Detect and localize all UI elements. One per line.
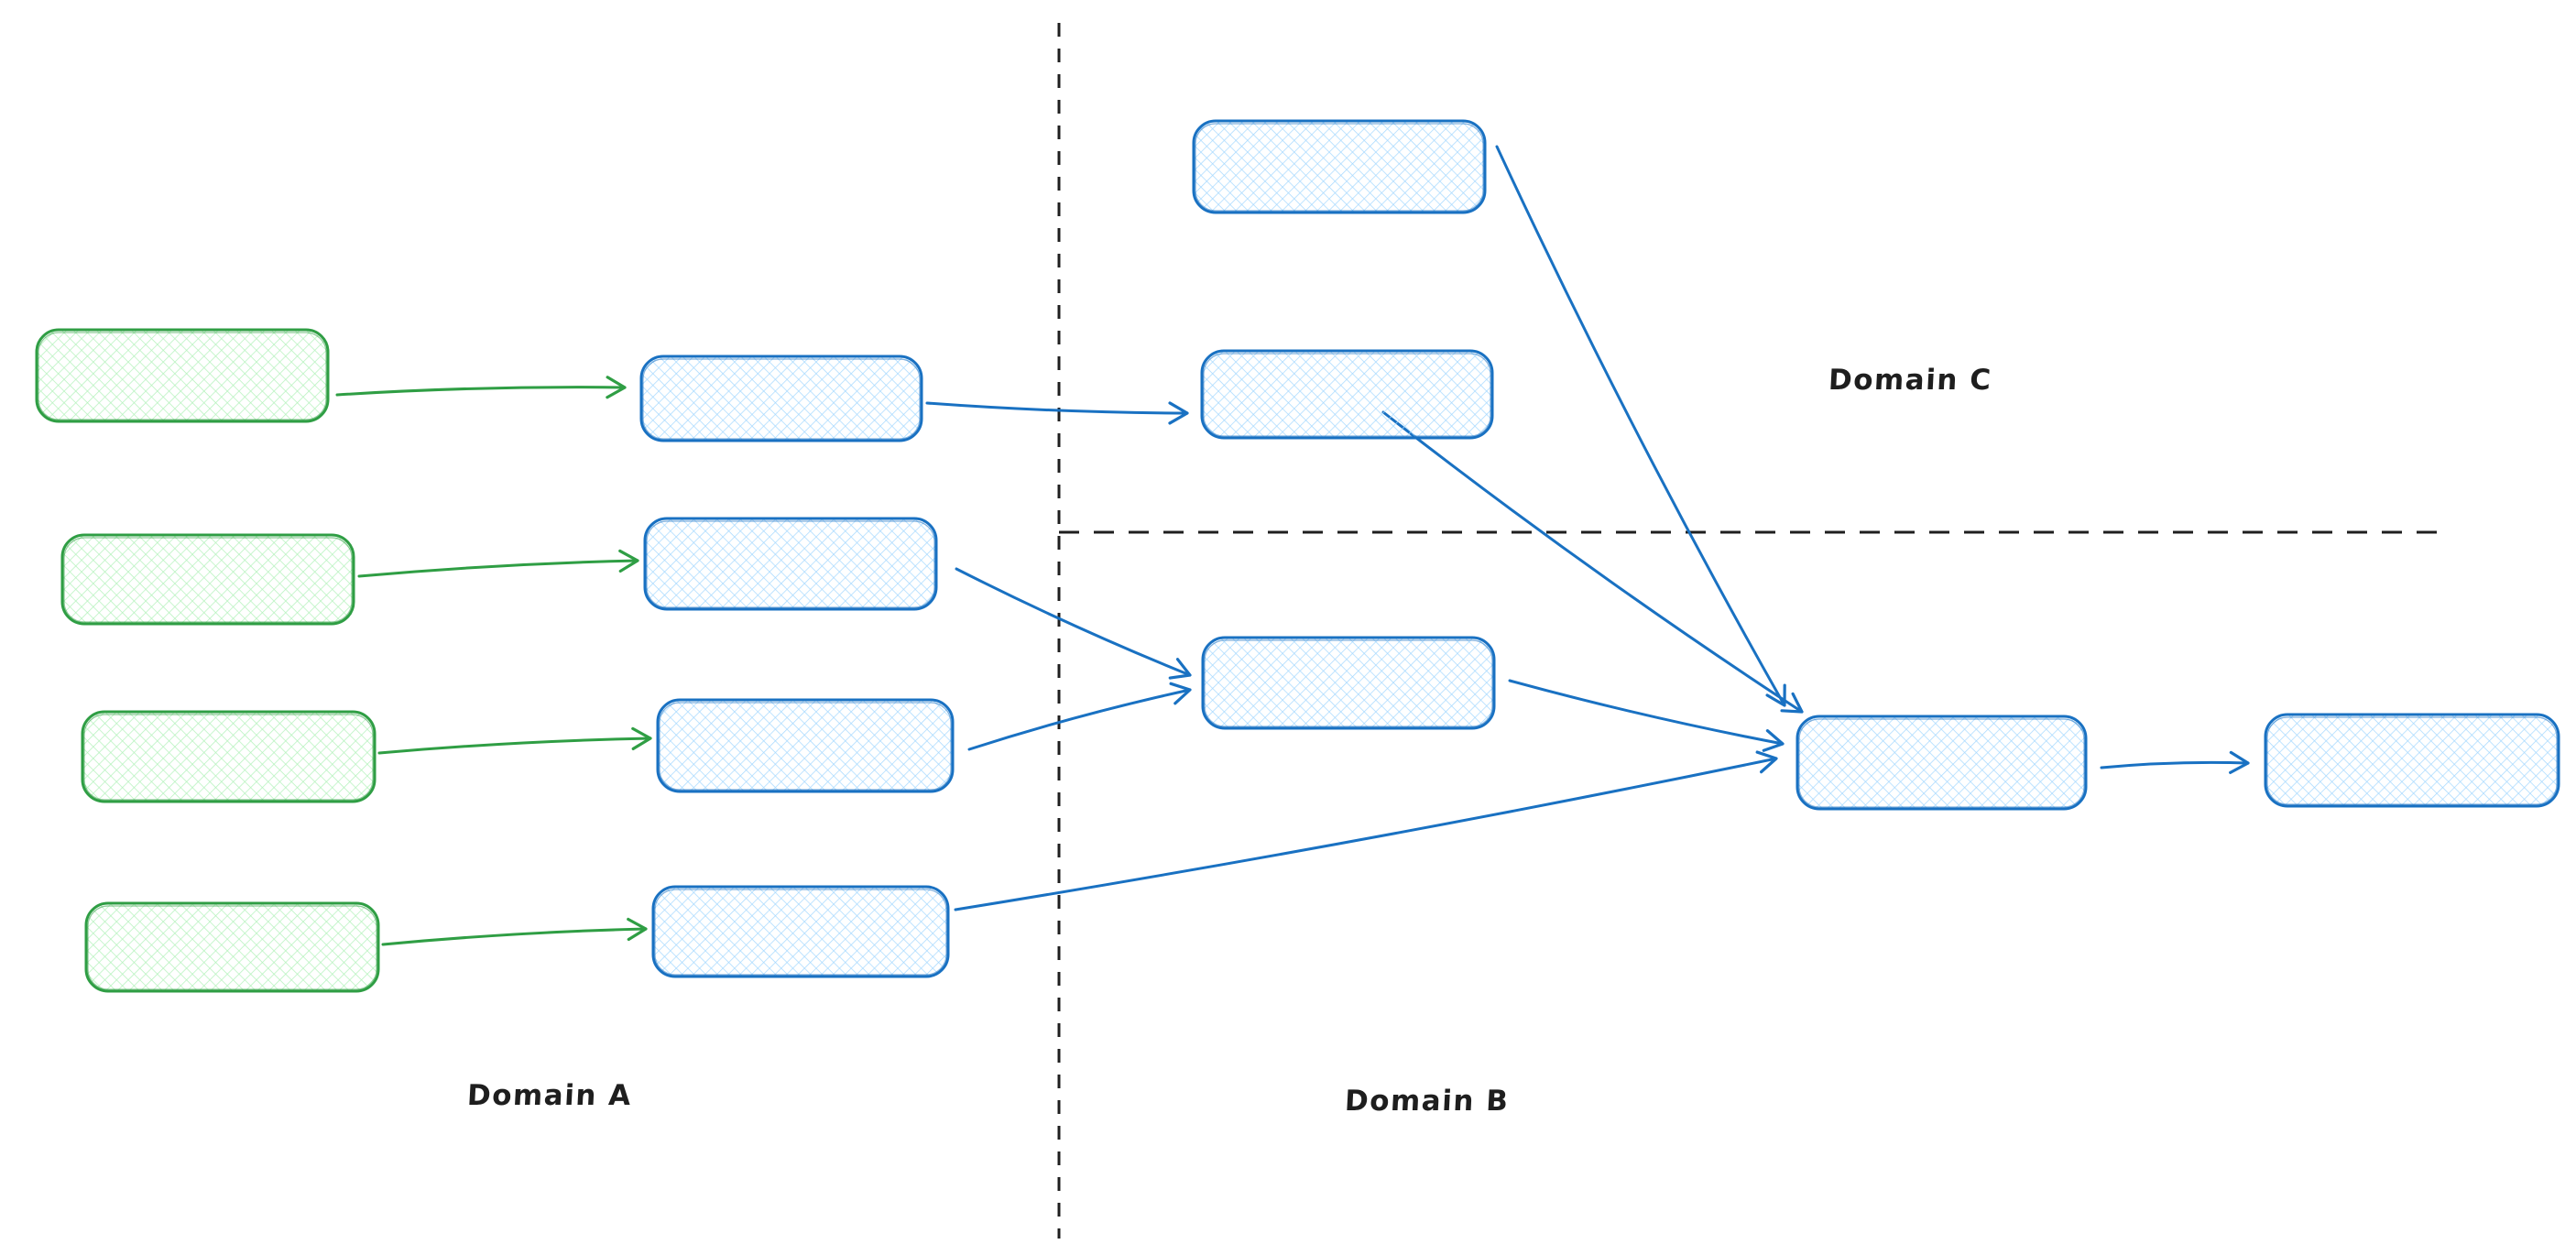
edge-blue-c-mid-to-blue-b-hub[interactable] — [1381, 410, 1804, 714]
edge-green-1-to-blue-a1[interactable] — [335, 376, 627, 399]
node-blue-b-hub[interactable] — [1796, 715, 2088, 811]
node-blue-a3[interactable] — [656, 698, 955, 793]
node-blue-c-top[interactable] — [1192, 119, 1487, 214]
edge-blue-a1-to-blue-c-mid[interactable] — [925, 401, 1189, 425]
edge-green-2-to-blue-a2[interactable] — [357, 549, 639, 578]
edge-blue-a2-to-blue-b-left[interactable] — [955, 567, 1192, 680]
node-green-2[interactable] — [60, 533, 355, 626]
node-green-3[interactable] — [81, 710, 377, 803]
node-green-1[interactable] — [35, 328, 330, 423]
node-blue-c-mid[interactable] — [1200, 349, 1494, 440]
node-blue-a1[interactable] — [639, 355, 923, 442]
node-blue-b-left[interactable] — [1201, 636, 1496, 730]
edge-blue-a3-to-blue-b-left[interactable] — [967, 682, 1192, 751]
node-blue-a2[interactable] — [643, 517, 938, 611]
edge-blue-c-top-to-blue-b-hub[interactable] — [1495, 145, 1786, 707]
edge-green-4-to-blue-a4[interactable] — [381, 917, 648, 946]
edge-green-3-to-blue-a3[interactable] — [377, 726, 652, 755]
edge-blue-a4-to-blue-b-hub[interactable] — [954, 750, 1778, 911]
label-domain-a: Domain A — [466, 1079, 633, 1112]
edge-blue-b-left-to-blue-b-hub[interactable] — [1508, 679, 1785, 752]
label-domain-b: Domain B — [1344, 1085, 1511, 1118]
node-blue-a4[interactable] — [651, 885, 950, 978]
node-green-4[interactable] — [84, 901, 380, 993]
edge-blue-b-hub-to-blue-b-out[interactable] — [2100, 750, 2250, 775]
node-blue-b-out[interactable] — [2264, 713, 2560, 808]
label-domain-c: Domain C — [1828, 364, 1993, 397]
